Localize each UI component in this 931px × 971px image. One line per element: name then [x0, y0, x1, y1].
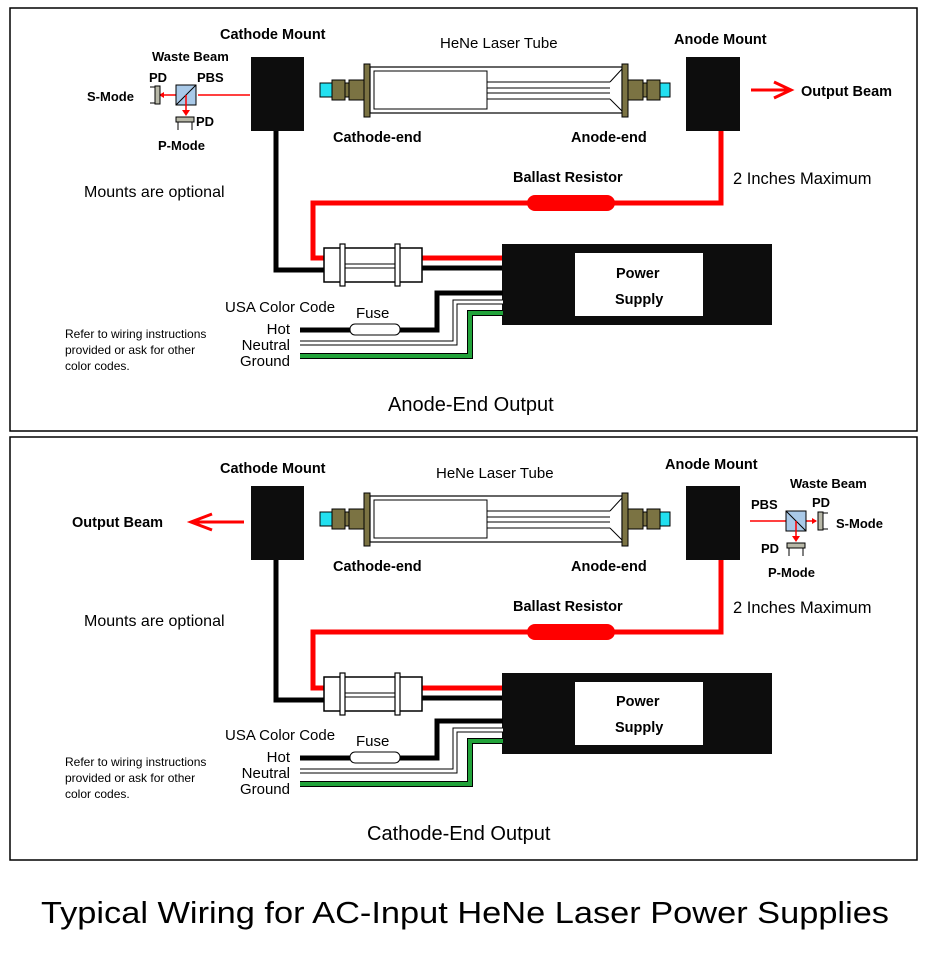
- fuse-label: Fuse: [356, 305, 389, 322]
- pd-s-label: PD: [149, 70, 167, 85]
- wiring-note-line-1: Refer to wiring instructions: [65, 327, 206, 341]
- supply-label: Supply: [615, 720, 663, 736]
- ballast-resistor-label: Ballast Resistor: [513, 170, 623, 186]
- fuse-label: Fuse: [356, 733, 389, 750]
- ground-wire-inner: [300, 739, 503, 786]
- hv-wire: [310, 560, 724, 691]
- power-label: Power: [616, 694, 660, 710]
- wiring-note-line-2: provided or ask for other: [65, 771, 195, 785]
- anode-mount-label: Anode Mount: [674, 32, 767, 48]
- ground-label: Ground: [240, 353, 290, 370]
- power-label: Power: [616, 266, 660, 282]
- return-wire: [273, 130, 325, 273]
- hv-connector: [323, 672, 423, 716]
- panel-cathode-end-output: Cathode Mount HeNe Laser Tube Anode Moun…: [9, 436, 918, 861]
- pd-s-mode: [154, 85, 161, 105]
- panel-caption: Cathode-End Output: [367, 823, 551, 845]
- s-mode-label: S-Mode: [836, 516, 883, 531]
- pd-s-label: PD: [812, 495, 830, 510]
- panel-caption: Anode-End Output: [388, 394, 554, 416]
- anode-end-label: Anode-end: [571, 130, 647, 146]
- fuse: [349, 751, 401, 764]
- color-code-label: USA Color Code: [225, 727, 335, 744]
- pbs-label: PBS: [197, 70, 224, 85]
- pd-p-label: PD: [196, 114, 214, 129]
- hot-label: Hot: [267, 749, 291, 766]
- power-supply-label-box: [575, 682, 703, 745]
- p-mode-label: P-Mode: [158, 138, 205, 153]
- hot-label: Hot: [267, 321, 291, 338]
- wiring-note-line-1: Refer to wiring instructions: [65, 755, 206, 769]
- neutral-wire-inner: [300, 300, 503, 345]
- ballast-resistor: [527, 195, 615, 211]
- supply-label: Supply: [615, 292, 663, 308]
- s-mode-label: S-Mode: [87, 89, 134, 104]
- output-beam-label: Output Beam: [72, 515, 163, 531]
- panel-anode-end-output: Cathode Mount HeNe Laser Tube Anode Moun…: [9, 7, 918, 432]
- neutral-wire-inner: [300, 728, 503, 773]
- cathode-mount: [251, 57, 304, 131]
- cathode-mount: [251, 486, 304, 560]
- cathode-end-label: Cathode-end: [333, 559, 422, 575]
- waste-beam-label: Waste Beam: [790, 476, 867, 491]
- neutral-label: Neutral: [242, 765, 290, 782]
- mounts-note: Mounts are optional: [84, 613, 225, 630]
- hv-connector: [323, 243, 423, 287]
- waste-beam-optics: [150, 84, 250, 130]
- max-length-label: 2 Inches Maximum: [733, 170, 871, 188]
- ballast-resistor-label: Ballast Resistor: [513, 599, 623, 615]
- cathode-end-label: Cathode-end: [333, 130, 422, 146]
- cathode-mount-label: Cathode Mount: [220, 461, 326, 477]
- hv-wire: [310, 130, 724, 261]
- ground-label: Ground: [240, 781, 290, 798]
- wiring-note-line-3: color codes.: [65, 359, 130, 373]
- hene-laser-tube: [319, 63, 671, 118]
- anode-end-label: Anode-end: [571, 559, 647, 575]
- tube-label: HeNe Laser Tube: [436, 465, 554, 482]
- mounts-note: Mounts are optional: [84, 184, 225, 201]
- output-beam-arrow: [186, 512, 244, 532]
- return-wire: [273, 560, 325, 703]
- pbs-label: PBS: [751, 497, 778, 512]
- ground-wire-inner: [300, 311, 503, 358]
- figure-title: Typical Wiring for AC-Input HeNe Laser P…: [41, 895, 889, 930]
- anode-mount: [686, 57, 740, 131]
- waste-beam-label: Waste Beam: [152, 49, 229, 64]
- wiring-note-line-3: color codes.: [65, 787, 130, 801]
- tube-label: HeNe Laser Tube: [440, 35, 558, 52]
- hene-laser-tube: [319, 492, 671, 547]
- output-beam-arrow: [751, 80, 795, 100]
- max-length-label: 2 Inches Maximum: [733, 599, 871, 617]
- pd-p-label: PD: [761, 541, 779, 556]
- power-supply-label-box: [575, 253, 703, 316]
- fuse: [349, 323, 401, 336]
- pd-p-mode: [786, 542, 806, 549]
- ballast-resistor: [527, 624, 615, 640]
- neutral-label: Neutral: [242, 337, 290, 354]
- wiring-note-line-2: provided or ask for other: [65, 343, 195, 357]
- output-beam-label: Output Beam: [801, 84, 892, 100]
- color-code-label: USA Color Code: [225, 299, 335, 316]
- cathode-mount-label: Cathode Mount: [220, 27, 326, 43]
- anode-mount: [686, 486, 740, 560]
- anode-mount-label: Anode Mount: [665, 457, 758, 473]
- pd-s-mode: [817, 511, 824, 531]
- waste-beam-optics: [750, 510, 828, 556]
- p-mode-label: P-Mode: [768, 565, 815, 580]
- pd-p-mode: [175, 116, 195, 123]
